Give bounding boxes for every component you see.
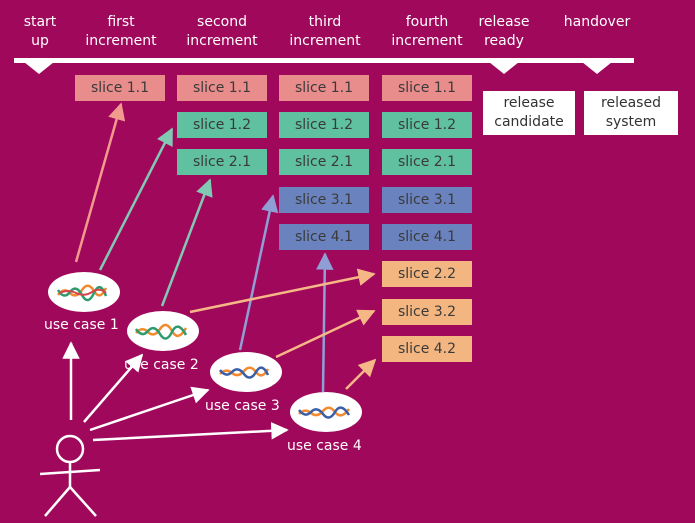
squiggle-orange	[135, 323, 188, 337]
slice-arrows	[74, 102, 377, 393]
use-case-3-label: use case 3	[205, 398, 280, 414]
release-candidate-box: release candidate	[483, 91, 575, 135]
squiggle-orange	[219, 366, 270, 377]
use-case-4-label: use case 4	[287, 438, 362, 454]
use-case-1-label: use case 1	[44, 317, 119, 333]
slice-second-1-1: slice 1.1	[177, 75, 267, 101]
phase-first-increment: first increment	[85, 14, 157, 49]
use-case-2-ellipse	[127, 311, 199, 351]
phase-second-increment: second increment	[186, 14, 258, 49]
arrow-actor-uc3	[89, 386, 210, 432]
slice-fourth-3-2: slice 3.2	[382, 299, 472, 325]
arrow-uc2-slice-2-1	[160, 178, 213, 307]
slice-first-1-1: slice 1.1	[75, 75, 165, 101]
slice-second-1-2: slice 1.2	[177, 112, 267, 138]
use-case-4-ellipse	[290, 392, 362, 432]
arrow-uc3-slice-3-1	[238, 194, 279, 351]
released-system-box: released system	[584, 91, 678, 135]
slice-third-4-1: slice 4.1	[279, 224, 369, 250]
arrow-uc1-slice-1-2	[98, 127, 174, 271]
phase-third-increment: third increment	[289, 14, 361, 49]
arrow-uc4-slice-4-1	[316, 252, 334, 393]
use-case-1-ellipse	[48, 272, 120, 312]
slice-fourth-4-2: slice 4.2	[382, 336, 472, 362]
arrow-uc3-slice-3-2	[275, 309, 376, 359]
milestone-notch-release	[489, 62, 519, 74]
milestone-notch-handover	[582, 62, 612, 74]
timeline-bar	[14, 58, 634, 63]
squiggle-blue	[298, 406, 351, 419]
phase-fourth-increment: fourth increment	[391, 14, 463, 49]
slice-fourth-4-1: slice 4.1	[382, 224, 472, 250]
actor-stick-figure-icon	[39, 434, 101, 517]
slice-third-1-2: slice 1.2	[279, 112, 369, 138]
milestone-notch-start	[24, 62, 54, 74]
slice-third-1-1: slice 1.1	[279, 75, 369, 101]
squiggle-orange	[298, 406, 351, 417]
arrow-actor-uc2	[83, 353, 144, 423]
phase-release-ready: release ready	[478, 14, 530, 49]
squiggle-red	[59, 288, 107, 296]
use-case-3-ellipse	[210, 352, 282, 392]
slice-third-3-1: slice 3.1	[279, 187, 369, 213]
arrow-actor-uc4	[92, 422, 289, 442]
phase-start-up: start up	[23, 14, 57, 49]
arrow-uc1-slice-1-1	[74, 102, 126, 263]
slice-fourth-2-2: slice 2.2	[382, 261, 472, 287]
slice-fourth-1-2: slice 1.2	[382, 112, 472, 138]
slice-fourth-2-1: slice 2.1	[382, 149, 472, 175]
squiggle-blue	[219, 366, 270, 379]
slice-second-2-1: slice 2.1	[177, 149, 267, 175]
arrow-uc4-slice-4-2	[345, 358, 377, 390]
timeline	[14, 58, 634, 74]
squiggle-green	[134, 325, 188, 340]
actor-arrows	[62, 341, 289, 442]
slice-fourth-3-1: slice 3.1	[382, 187, 472, 213]
arrow-uc2-slice-2-2	[189, 268, 376, 314]
use-case-2-label: use case 2	[124, 357, 199, 373]
phase-handover: handover	[563, 14, 631, 30]
slice-fourth-1-1: slice 1.1	[382, 75, 472, 101]
slice-third-2-1: slice 2.1	[279, 149, 369, 175]
